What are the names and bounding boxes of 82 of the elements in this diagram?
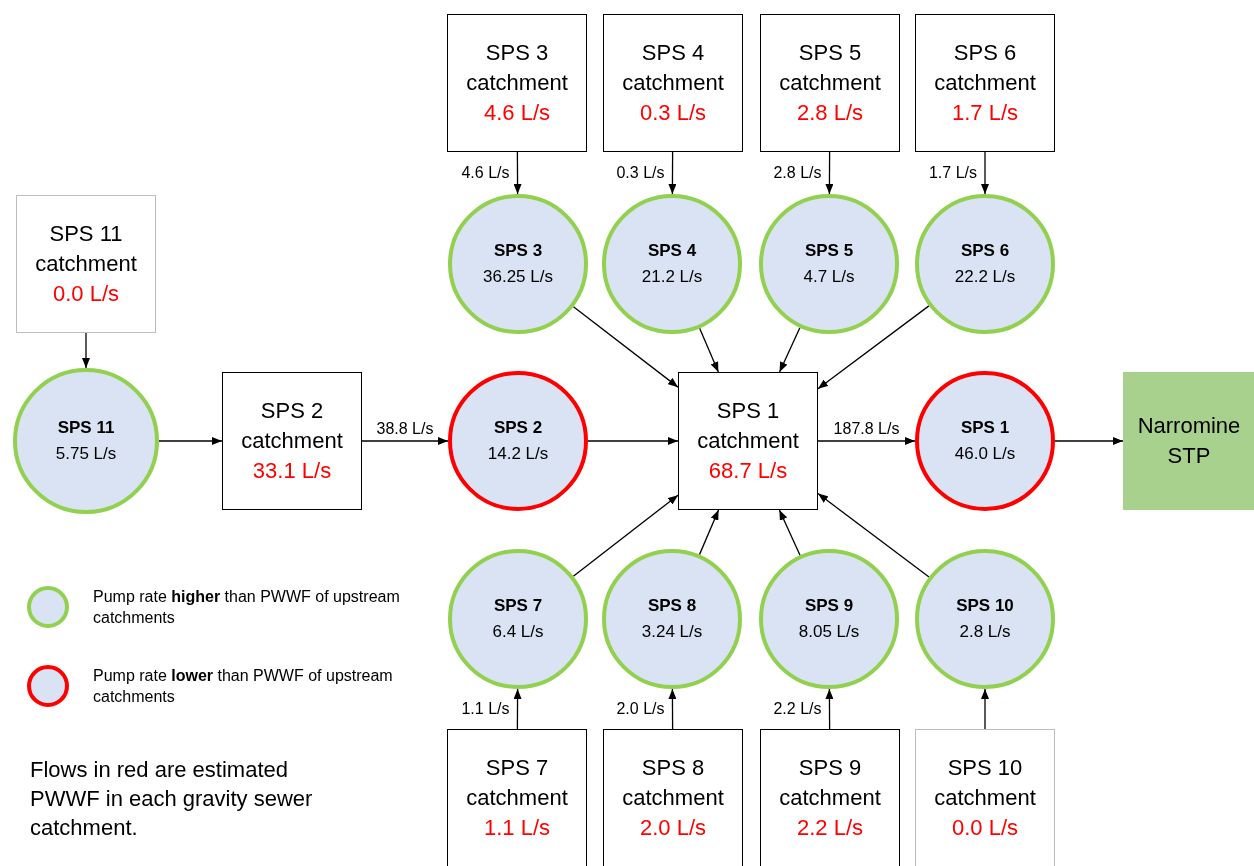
flow-value: 68.7 L/s — [707, 457, 789, 485]
flow-value: 4.6 L/s — [482, 99, 551, 127]
pump-rate: 46.0 L/s — [953, 443, 1017, 465]
flow-value: 0.0 L/s — [51, 280, 120, 308]
catchment-name: SPS 7 catchment — [465, 754, 569, 812]
catchment-name: SPS 9 catchment — [778, 754, 882, 812]
flow-value: 1.1 L/s — [482, 814, 551, 842]
flow-value: 0.0 L/s — [950, 814, 1019, 842]
station-name: SPS 9 — [803, 595, 855, 617]
arrow — [817, 492, 930, 578]
station-name: SPS 2 — [492, 417, 544, 439]
arrow — [825, 151, 834, 195]
arrow — [981, 151, 989, 195]
pump-rate: 3.24 L/s — [640, 621, 704, 643]
catchment-name: SPS 3 catchment — [465, 39, 569, 97]
arrow — [698, 327, 719, 373]
legend-text: Pump rate higher than PWWF of upstream catchments — [93, 587, 401, 628]
catchment-box — [603, 729, 743, 866]
station-name: SPS 7 — [492, 595, 544, 617]
station-name: SPS 3 — [492, 240, 544, 262]
arrow — [361, 437, 449, 445]
station-name: SPS 8 — [646, 595, 698, 617]
arrow — [698, 509, 720, 556]
flow-value: 2.0 L/s — [638, 814, 707, 842]
catchment-name: SPS 1 catchment — [696, 397, 800, 455]
arrow — [82, 332, 90, 369]
catchment-name: SPS 11 catchment — [34, 220, 138, 278]
treatment-plant-box — [1123, 372, 1254, 510]
flow-value: 2.2 L/s — [795, 814, 864, 842]
pump-rate: 6.4 L/s — [491, 621, 545, 643]
pump-rate: 4.7 L/s — [802, 266, 856, 288]
pump-rate: 8.05 L/s — [797, 621, 861, 643]
station-name: SPS 4 — [646, 240, 698, 262]
catchment-box — [760, 14, 900, 152]
arrow — [817, 437, 916, 445]
catchment-name: SPS 8 catchment — [621, 754, 725, 812]
flow-value: 33.1 L/s — [251, 457, 333, 485]
catchment-box — [447, 14, 587, 152]
pump-rate: 2.8 L/s — [958, 621, 1012, 643]
catchment-box — [603, 14, 743, 152]
station-name: SPS 5 — [803, 240, 855, 262]
arrow — [158, 437, 223, 445]
arrow — [668, 688, 677, 730]
arrow — [587, 437, 679, 445]
arrow — [817, 305, 930, 390]
catchment-box — [222, 372, 362, 510]
catchment-name: SPS 10 catchment — [933, 754, 1037, 812]
pump-rate: 5.75 L/s — [54, 443, 118, 465]
arrow — [981, 688, 989, 730]
pump-rate: 14.2 L/s — [486, 443, 550, 465]
station-name: SPS 1 — [959, 417, 1011, 439]
station-name: SPS 10 — [955, 595, 1015, 617]
arrow — [668, 151, 677, 195]
note-text: Flows in red are estimated PWWF in each gravity sewer catchment. — [30, 756, 314, 842]
arrow — [778, 327, 801, 373]
flow-value: 1.7 L/s — [950, 99, 1019, 127]
catchment-box — [678, 372, 818, 510]
catchment-box — [760, 729, 900, 866]
pump-rate: 22.2 L/s — [953, 266, 1017, 288]
catchment-name: SPS 5 catchment — [778, 39, 882, 97]
legend-text: Pump rate lower than PWWF of upstream catchments — [93, 666, 394, 707]
station-name: SPS 11 — [56, 417, 116, 439]
catchment-name: SPS 2 catchment — [240, 397, 344, 455]
catchment-box — [915, 14, 1055, 152]
plant-name: Narromine STP — [1136, 412, 1242, 470]
arrow — [572, 306, 679, 388]
catchment-box — [915, 729, 1055, 866]
station-name: SPS 6 — [959, 240, 1011, 262]
catchment-name: SPS 6 catchment — [933, 39, 1037, 97]
catchment-box — [16, 195, 156, 333]
arrow — [513, 688, 522, 730]
arrow — [1054, 437, 1124, 445]
catchment-box — [447, 729, 587, 866]
arrow — [825, 688, 834, 730]
catchment-name: SPS 4 catchment — [621, 39, 725, 97]
arrow — [572, 494, 679, 577]
flow-value: 0.3 L/s — [638, 99, 707, 127]
pump-rate: 36.25 L/s — [482, 266, 554, 288]
pump-rate: 21.2 L/s — [640, 266, 704, 288]
arrow — [778, 509, 801, 556]
flow-value: 2.8 L/s — [795, 99, 864, 127]
arrow — [513, 151, 522, 195]
